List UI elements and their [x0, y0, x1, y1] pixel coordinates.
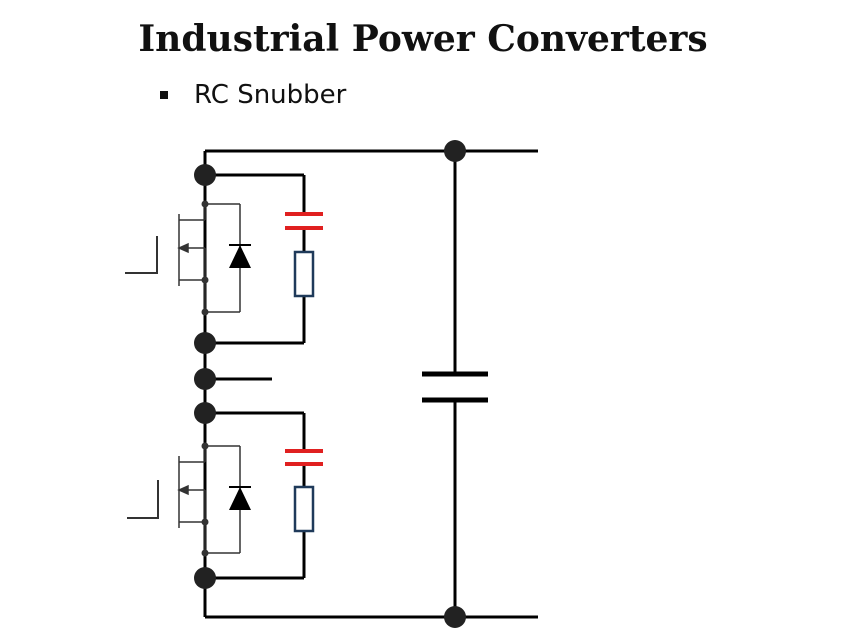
slide-title: Industrial Power Converters	[138, 18, 708, 60]
upper-snubber-capacitor	[285, 212, 323, 230]
upper-freewheel-diode	[229, 244, 251, 268]
upper-snubber-loop	[205, 173, 306, 345]
dc-link-capacitor	[422, 151, 488, 617]
lower-snubber-capacitor	[285, 449, 323, 466]
lower-snubber-resistor	[293, 485, 315, 533]
node-upper-collector	[194, 164, 216, 186]
upper-junction-dots	[201, 200, 209, 316]
node-lower-emitter	[194, 567, 216, 589]
bullet-item: RC Snubber	[160, 80, 346, 110]
lower-mosfet	[127, 445, 241, 554]
node-phase-output	[194, 368, 216, 390]
lower-switch-cell	[127, 411, 323, 580]
node-negative-bus	[444, 606, 466, 628]
node-upper-emitter	[194, 332, 216, 354]
lower-freewheel-diode	[229, 486, 251, 510]
circuit-nodes	[194, 140, 466, 628]
bullet-text: RC Snubber	[194, 80, 347, 110]
node-lower-collector	[194, 402, 216, 424]
lower-junction-dots	[201, 442, 209, 557]
upper-mosfet	[125, 203, 241, 313]
lower-snubber-loop	[205, 411, 306, 580]
bullet-marker	[160, 91, 168, 99]
upper-snubber-resistor	[293, 250, 315, 298]
upper-switch-cell	[125, 173, 323, 345]
node-positive-bus	[444, 140, 466, 162]
dc-bus-rails	[203, 149, 538, 619]
